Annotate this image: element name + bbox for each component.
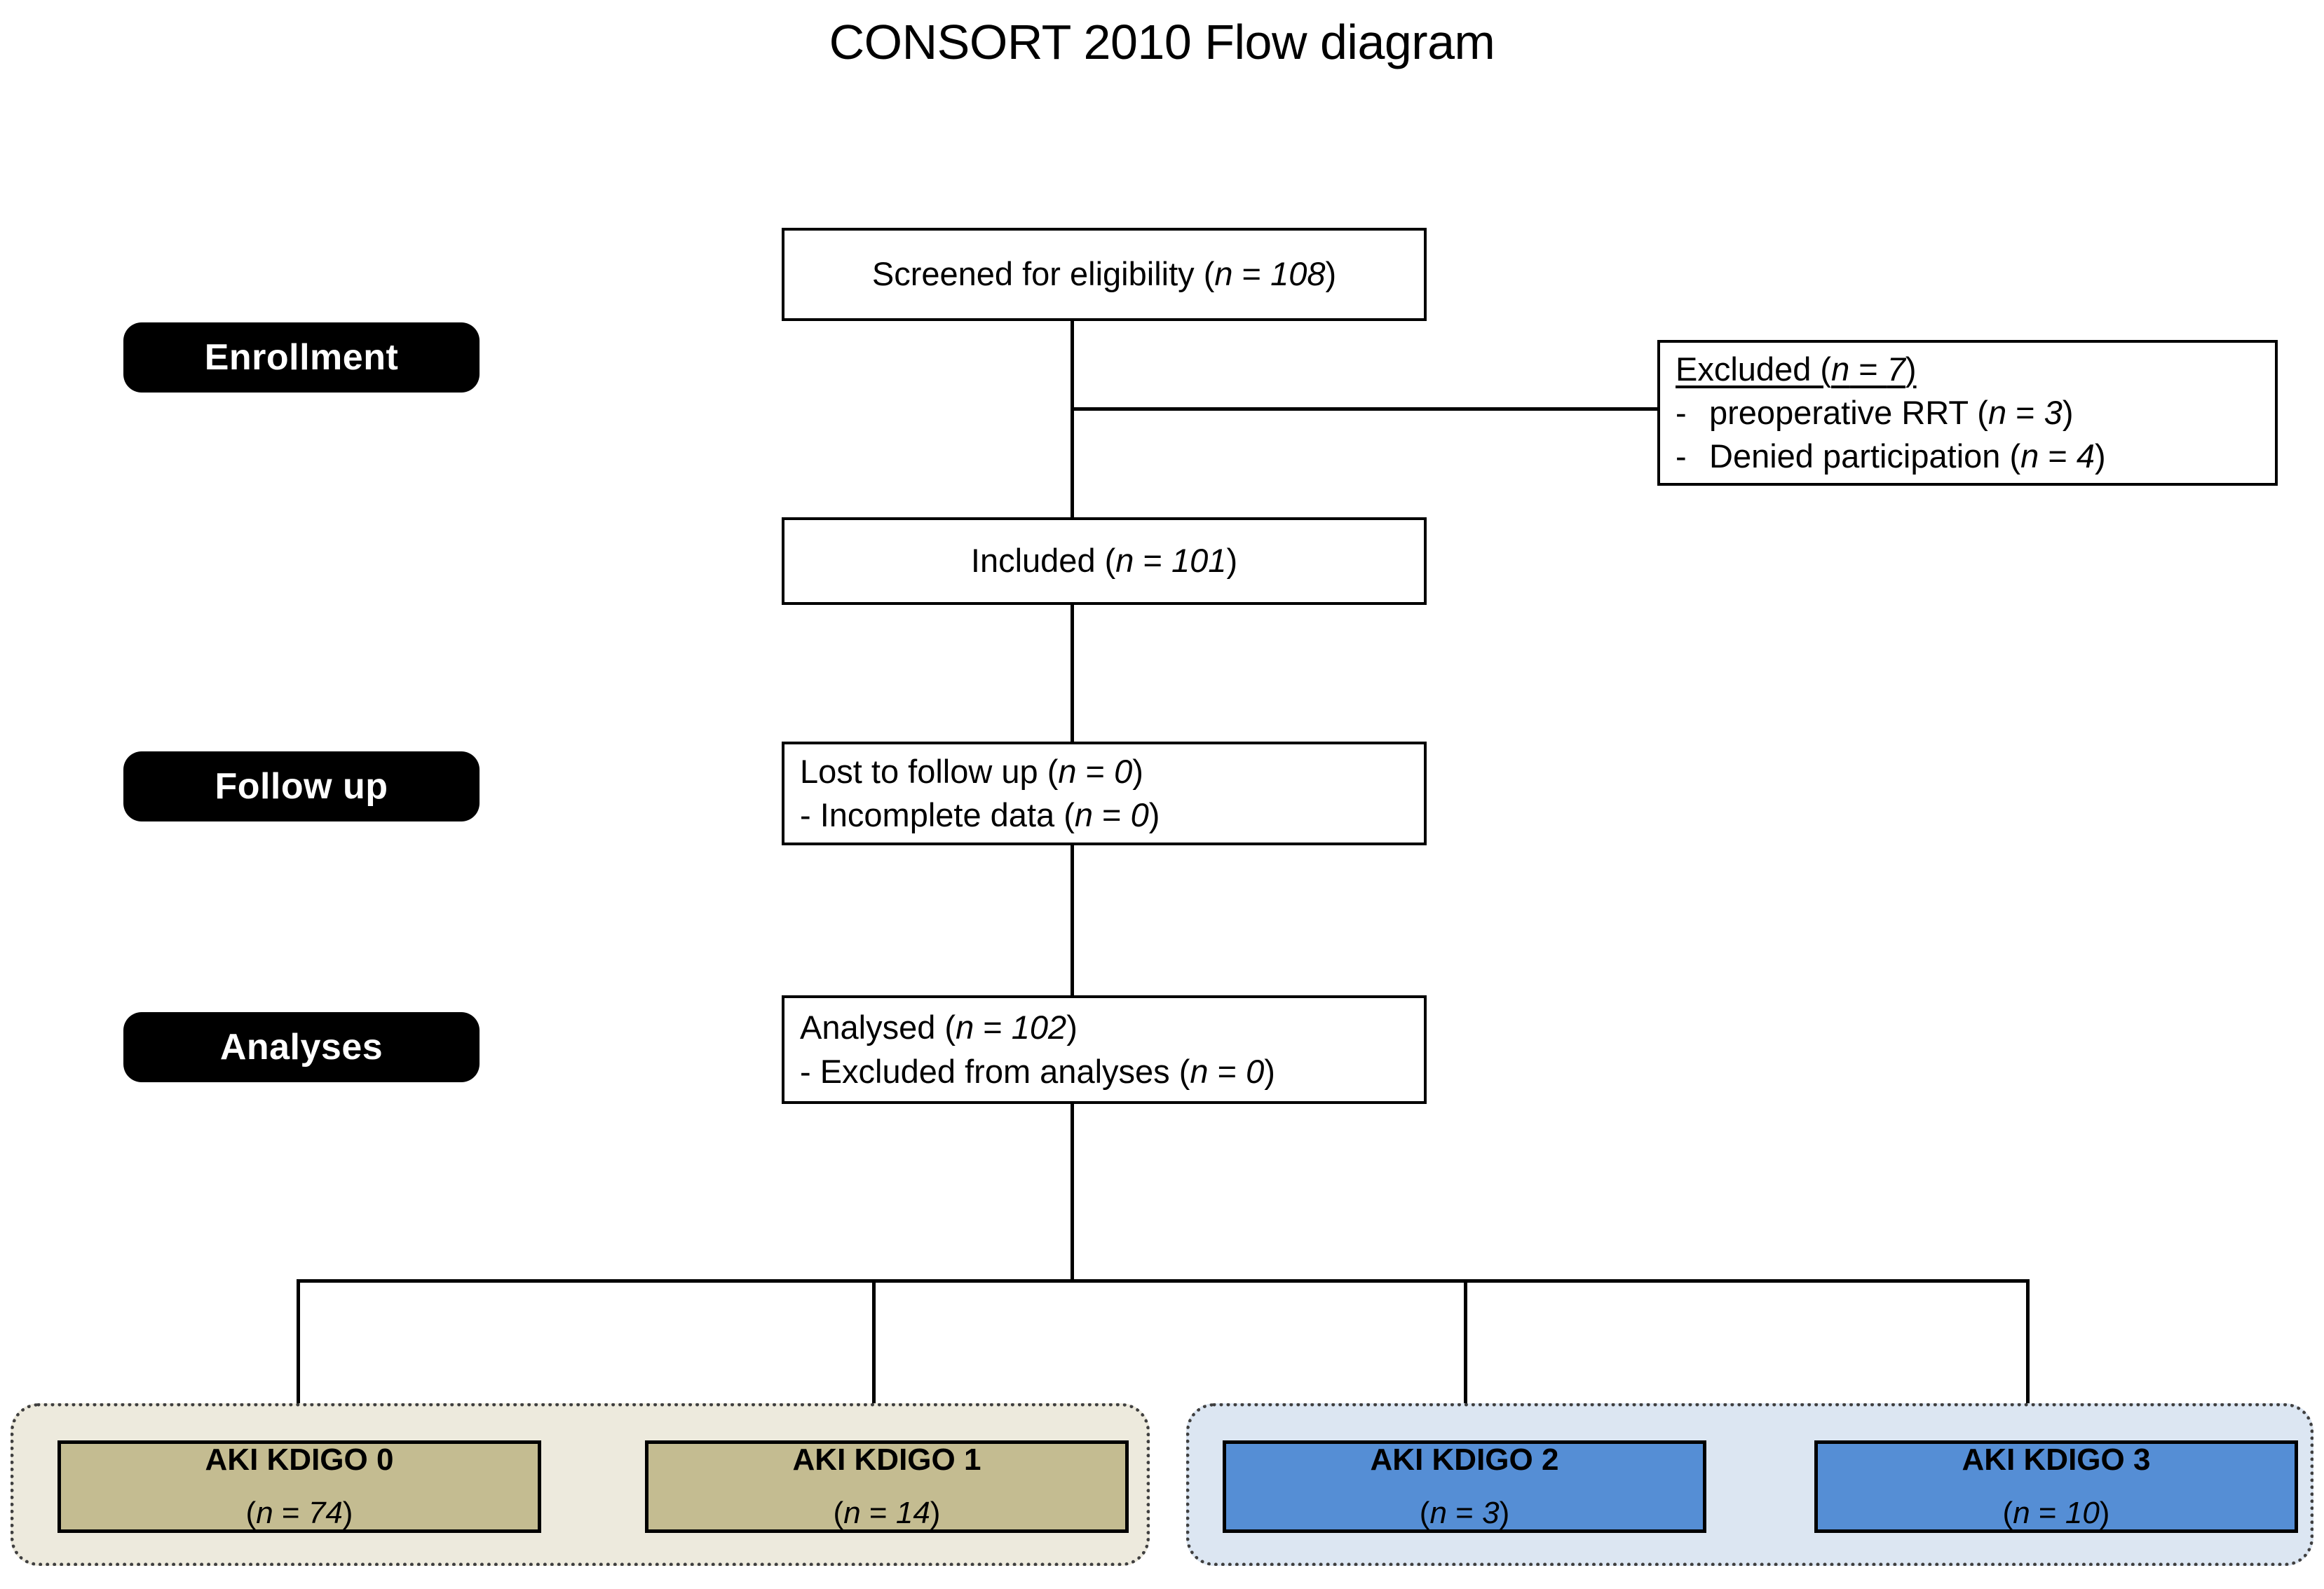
bullet-dash-icon: - bbox=[1676, 393, 1687, 431]
box-kdigo-1-title: AKI KDIGO 1 bbox=[792, 1443, 981, 1477]
box-kdigo-1-count: (n = 14) bbox=[833, 1496, 941, 1530]
connector-bus-to-kdigo-2 bbox=[1464, 1279, 1467, 1447]
box-follow-up: Lost to follow up (n = 0) - Incomplete d… bbox=[782, 742, 1427, 845]
box-kdigo-1: AKI KDIGO 1 (n = 14) bbox=[645, 1440, 1129, 1533]
box-analysed-line-2: - Excluded from analyses (n = 0) bbox=[800, 1052, 1275, 1090]
box-kdigo-0-count: (n = 74) bbox=[245, 1496, 353, 1530]
box-analysed-line-1: Analysed (n = 102) bbox=[800, 1009, 1078, 1046]
box-kdigo-0-title: AKI KDIGO 0 bbox=[205, 1443, 394, 1477]
box-analysed: Analysed (n = 102) - Excluded from analy… bbox=[782, 995, 1427, 1104]
connector-followup-to-analysed bbox=[1071, 841, 1074, 999]
box-screened-text: Screened for eligibility (n = 108) bbox=[871, 255, 1337, 293]
box-kdigo-3: AKI KDIGO 3 (n = 10) bbox=[1814, 1440, 2298, 1533]
bullet-dash-icon: - bbox=[1676, 437, 1687, 475]
box-excluded-item-1: - Denied participation (n = 4) bbox=[1676, 435, 2106, 478]
stage-label-analyses: Analyses bbox=[123, 1012, 480, 1082]
connector-bus-to-kdigo-0 bbox=[297, 1279, 300, 1447]
stage-label-enrollment: Enrollment bbox=[123, 322, 480, 393]
box-screened: Screened for eligibility (n = 108) bbox=[782, 228, 1427, 321]
connector-analysed-to-bus bbox=[1071, 1100, 1074, 1283]
box-kdigo-0: AKI KDIGO 0 (n = 74) bbox=[57, 1440, 541, 1533]
box-included-text: Included (n = 101) bbox=[970, 542, 1238, 580]
connector-included-to-followup bbox=[1071, 603, 1074, 743]
stage-label-enrollment-text: Enrollment bbox=[204, 337, 399, 378]
box-excluded-heading: Excluded (n = 7) bbox=[1676, 350, 1917, 388]
stage-label-analyses-text: Analyses bbox=[219, 1027, 383, 1068]
stage-label-follow-up: Follow up bbox=[123, 751, 480, 821]
box-kdigo-2-count: (n = 3) bbox=[1419, 1496, 1510, 1530]
box-excluded-item-1-text: Denied participation (n = 4) bbox=[1709, 437, 2106, 475]
box-excluded: Excluded (n = 7) - preoperative RRT (n =… bbox=[1657, 340, 2278, 486]
connector-branch-bus bbox=[297, 1279, 2030, 1283]
box-excluded-item-0-text: preoperative RRT (n = 3) bbox=[1709, 393, 2074, 431]
box-included: Included (n = 101) bbox=[782, 517, 1427, 605]
box-kdigo-3-count: (n = 10) bbox=[2002, 1496, 2110, 1530]
box-kdigo-3-title: AKI KDIGO 3 bbox=[1962, 1443, 2151, 1477]
connector-bus-to-kdigo-3 bbox=[2026, 1279, 2030, 1447]
box-follow-up-line-1: Lost to follow up (n = 0) bbox=[800, 752, 1143, 790]
box-kdigo-2-title: AKI KDIGO 2 bbox=[1370, 1443, 1559, 1477]
box-follow-up-line-2: - Incomplete data (n = 0) bbox=[800, 796, 1160, 833]
stage-label-follow-up-text: Follow up bbox=[215, 766, 388, 807]
diagram-title: CONSORT 2010 Flow diagram bbox=[829, 15, 1495, 69]
connector-bus-to-kdigo-1 bbox=[872, 1279, 876, 1447]
box-excluded-item-0: - preoperative RRT (n = 3) bbox=[1676, 391, 2073, 435]
connector-screened-to-included bbox=[1071, 319, 1074, 524]
connector-screened-to-excluded bbox=[1071, 407, 1658, 411]
box-kdigo-2: AKI KDIGO 2 (n = 3) bbox=[1223, 1440, 1706, 1533]
